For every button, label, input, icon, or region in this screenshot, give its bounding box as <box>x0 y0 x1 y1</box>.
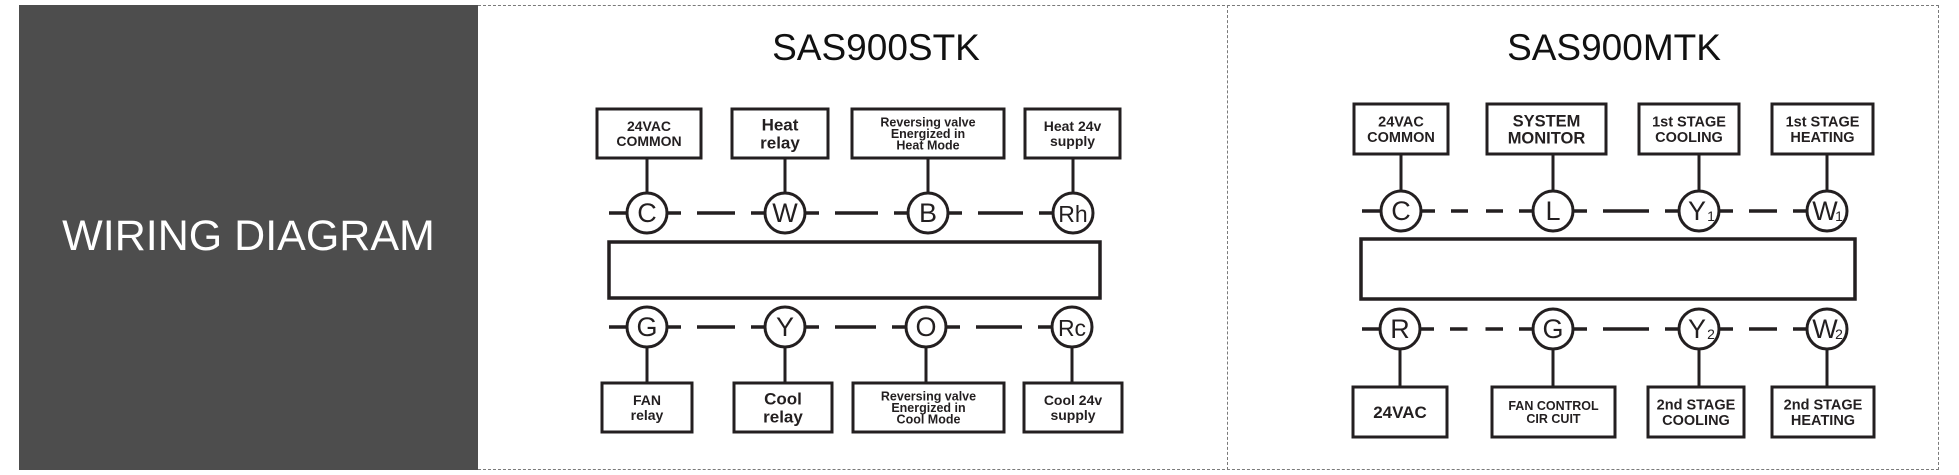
sas900mtk-bottom-w2-terminal-label: W <box>1812 314 1838 344</box>
sas900mtk-top-c-label-box <box>1352 102 1450 156</box>
sas900mtk-bottom-w2-label-line: 2nd STAGE <box>1784 398 1863 414</box>
sas900mtk-bottom-y2-label-line: 2nd STAGE <box>1657 398 1736 414</box>
sas900stk-top-rh-terminal-circle <box>1051 191 1095 235</box>
sas900stk-bottom-o-terminal-circle <box>904 305 948 349</box>
sas900stk-bottom-o-label-line: Energized in <box>891 401 965 415</box>
sas900stk-top-b-terminal-circle <box>906 191 950 235</box>
sas900mtk-top-c-terminal-circle <box>1379 189 1423 233</box>
sas900mtk-top-w1-label-box <box>1770 102 1875 156</box>
sas900stk-top-b-terminal-label: B <box>919 198 937 228</box>
sas900mtk-bottom-g-label-box <box>1490 385 1617 439</box>
sas900mtk-bottom-r-terminal-circle <box>1378 307 1422 351</box>
sas900mtk-top-w1-terminal-label: W <box>1812 196 1838 226</box>
sas900stk-bottom-rc-terminal-label: Rc <box>1058 315 1086 341</box>
sas900stk-top-c-label-line: 24VAC <box>627 118 671 134</box>
sas900stk-bottom-g-label-box <box>600 381 694 434</box>
sas900stk-top-c-terminal-circle <box>625 191 669 235</box>
sas900mtk-top-y1-terminal-circle <box>1677 189 1721 233</box>
sas900mtk-bottom-y2-terminal-subscript: 2 <box>1707 326 1715 342</box>
sas900stk-top-c-label-box <box>595 107 703 160</box>
sas900mtk-top-l-label-line: MONITOR <box>1508 130 1586 148</box>
sas900stk-top-rh-terminal-label: Rh <box>1058 201 1087 227</box>
sas900stk-top-rh-label-box <box>1023 107 1122 160</box>
sas900mtk-top-c-label-line: COMMON <box>1367 130 1435 146</box>
sas900mtk-top-l-label-box <box>1485 102 1608 156</box>
sas900stk-bottom-o-label-box <box>851 381 1006 434</box>
sas900stk-top-w-label-box <box>730 107 830 160</box>
sas900stk-bottom-g-terminal-label: G <box>636 312 657 342</box>
side-panel: WIRING DIAGRAM <box>19 5 478 470</box>
sas900mtk-bottom-w2-label-line: HEATING <box>1791 413 1855 429</box>
sas900stk-top-rh-label-line: supply <box>1050 133 1095 149</box>
sas900stk-bottom-y-label-line: relay <box>763 408 803 427</box>
diagram-frame <box>478 5 1939 470</box>
sas900stk-bottom-o-label-line: Cool Mode <box>897 413 961 427</box>
sas900mtk-top-w1-terminal-circle <box>1805 189 1849 233</box>
sas900stk-bottom-y-label-box <box>732 381 834 434</box>
sas900stk-bottom-rc-label-line: Cool 24v <box>1044 392 1103 408</box>
sas900mtk-top-w1-label-line: 1st STAGE <box>1786 115 1860 131</box>
sas900stk-top-b-label-line: Energized in <box>891 127 965 141</box>
sas900mtk-bottom-y2-label-line: COOLING <box>1662 413 1730 429</box>
sas900mtk-bottom-r-terminal-label: R <box>1390 314 1410 344</box>
sas900mtk-top-y1-label-box <box>1637 102 1741 156</box>
sas900mtk-bottom-w2-label-box <box>1770 385 1876 439</box>
sas900stk-bottom-rc-terminal-circle <box>1050 305 1094 349</box>
sas900stk-top-rh-label-line: Heat 24v <box>1044 118 1102 134</box>
sas900stk-top-w-label-line: Heat <box>762 116 799 135</box>
sas900mtk-top-y1-label-line: 1st STAGE <box>1652 115 1726 131</box>
sas900stk-bottom-y-terminal-label: Y <box>776 312 794 342</box>
sas900stk-bottom-rc-label-line: supply <box>1050 407 1095 423</box>
sas900mtk-bottom-r-label-line: 24VAC <box>1373 403 1427 422</box>
sas900mtk-top-l-terminal-circle <box>1531 189 1575 233</box>
sas900stk-top-w-terminal-circle <box>763 191 807 235</box>
panel-divider <box>1227 5 1228 470</box>
sas900stk-top-w-label-line: relay <box>760 134 800 153</box>
sas900stk-bottom-g-terminal-circle <box>625 305 669 349</box>
sas900mtk-bottom-y2-label-box <box>1646 385 1746 439</box>
sas900mtk-bottom-g-label-line: CIR CUIT <box>1526 412 1581 426</box>
sas900stk-bottom-y-label-line: Cool <box>764 390 802 409</box>
sas900mtk-top-y1-label-line: COOLING <box>1655 130 1723 146</box>
sas900mtk-bottom-y2-terminal-label: Y <box>1688 314 1706 344</box>
sas900stk-top-b-label-box <box>850 107 1006 160</box>
model-title-mtk: SAS900MTK <box>1507 27 1721 68</box>
sas900mtk-top-w1-terminal-subscript: 1 <box>1835 208 1843 224</box>
sas900mtk-top-l-terminal-label: L <box>1545 196 1560 226</box>
sas900stk-bottom-rc-label-box <box>1022 381 1124 434</box>
sas900mtk-bottom-g-terminal-circle <box>1531 307 1575 351</box>
sas900stk-top-b-label-line: Reversing valve <box>880 116 975 130</box>
sas900mtk-bottom-w2-terminal-subscript: 2 <box>1835 326 1843 342</box>
sas900stk-top-w-terminal-label: W <box>772 198 798 228</box>
sas900mtk-bottom-w2-terminal-circle <box>1805 307 1849 351</box>
sas900stk-bottom-g-label-line: relay <box>631 407 664 423</box>
sas900mtk-bottom-g-terminal-label: G <box>1542 314 1563 344</box>
model-title-stk: SAS900STK <box>772 27 980 68</box>
sas900mtk-top-y1-terminal-label: Y <box>1688 196 1706 226</box>
sas900mtk-bottom-y2-terminal-circle <box>1677 307 1721 351</box>
sas900mtk-bottom-g-label-line: FAN CONTROL <box>1508 399 1599 413</box>
sas900mtk-top-c-label-line: 24VAC <box>1378 115 1424 131</box>
sas900mtk-top-w1-label-line: HEATING <box>1790 130 1854 146</box>
sas900stk-bottom-o-label-line: Reversing valve <box>881 390 976 404</box>
sas900mtk-top-l-label-line: SYSTEM <box>1513 112 1581 130</box>
sas900mtk-top-c-terminal-label: C <box>1391 196 1411 226</box>
sas900stk-top-b-label-line: Heat Mode <box>896 139 959 153</box>
sas900stk-bottom-g-label-line: FAN <box>633 392 661 408</box>
sas900stk-bottom-y-terminal-circle <box>763 305 807 349</box>
sas900stk-top-c-terminal-label: C <box>637 198 657 228</box>
side-panel-title: WIRING DIAGRAM <box>62 212 435 260</box>
sas900stk-top-c-label-line: COMMON <box>616 133 681 149</box>
sas900stk-thermostat-board <box>607 240 1102 300</box>
sas900mtk-thermostat-board <box>1359 237 1857 301</box>
sas900stk-bottom-o-terminal-label: O <box>915 312 936 342</box>
sas900mtk-top-y1-terminal-subscript: 1 <box>1707 208 1715 224</box>
sas900mtk-bottom-r-label-box <box>1351 385 1449 439</box>
